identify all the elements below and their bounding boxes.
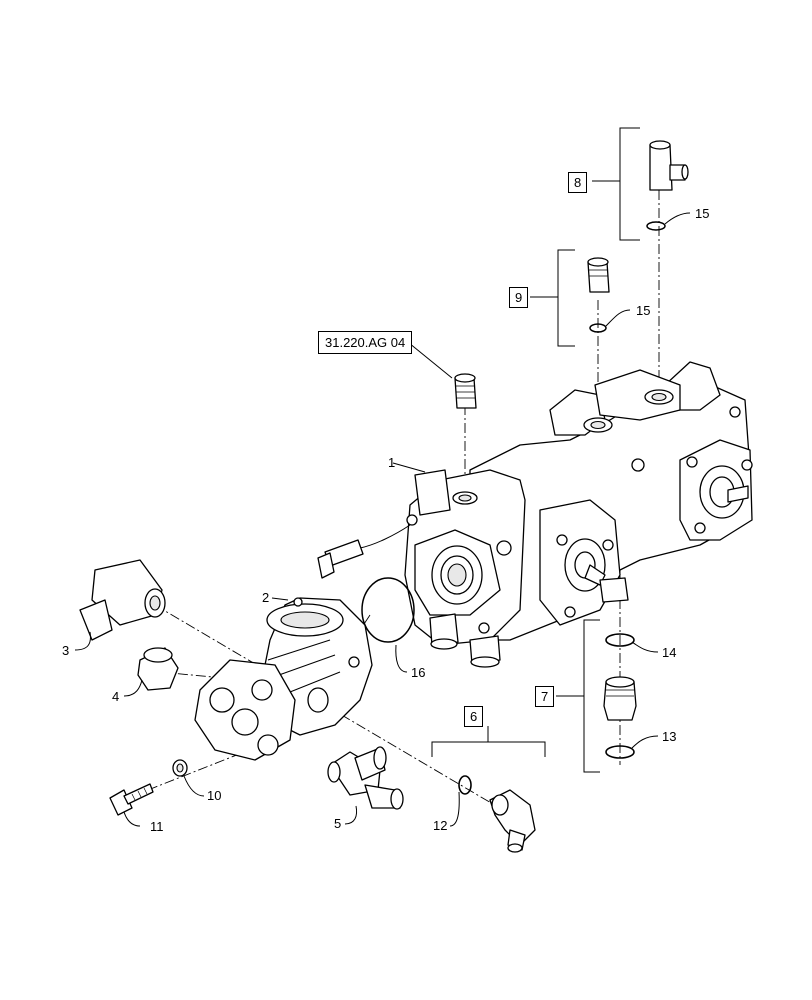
solenoid-part <box>79 559 166 641</box>
callout-14: 14 <box>662 645 677 660</box>
callout-6: 6 <box>464 706 484 727</box>
elbow-fitting-part <box>489 789 536 853</box>
washer-part <box>172 759 188 777</box>
group-brackets <box>431 127 640 773</box>
callout-1: 1 <box>388 455 396 470</box>
reference-label[interactable]: 31.220.AG 04 <box>318 331 413 354</box>
tee-fitting-top-part <box>646 140 689 231</box>
pump-assembly <box>317 361 753 668</box>
tee-fitting-part <box>327 746 404 810</box>
callout-8: 8 <box>568 172 588 193</box>
straight-fitting-part <box>587 257 610 333</box>
sensor-fitting-part <box>454 373 477 409</box>
leader-lines <box>74 212 691 827</box>
adapter-fitting-part <box>603 633 637 759</box>
callout-5: 5 <box>334 816 342 831</box>
callout-10: 10 <box>207 788 222 803</box>
callout-15-mid: 15 <box>636 303 651 318</box>
callout-16: 16 <box>411 665 426 680</box>
o-ring-part-12 <box>458 775 472 795</box>
callout-2: 2 <box>262 590 270 605</box>
bolt-part <box>109 783 154 816</box>
callout-12: 12 <box>433 818 448 833</box>
motor-housing <box>194 597 373 761</box>
callout-13: 13 <box>662 729 677 744</box>
callout-15-top: 15 <box>695 206 710 221</box>
callout-9: 9 <box>509 287 529 308</box>
plug-part <box>137 647 179 691</box>
callout-4: 4 <box>112 689 120 704</box>
o-ring-part-16 <box>361 577 415 643</box>
callout-3: 3 <box>62 643 70 658</box>
callout-11: 11 <box>150 819 164 834</box>
callout-7: 7 <box>535 686 555 707</box>
